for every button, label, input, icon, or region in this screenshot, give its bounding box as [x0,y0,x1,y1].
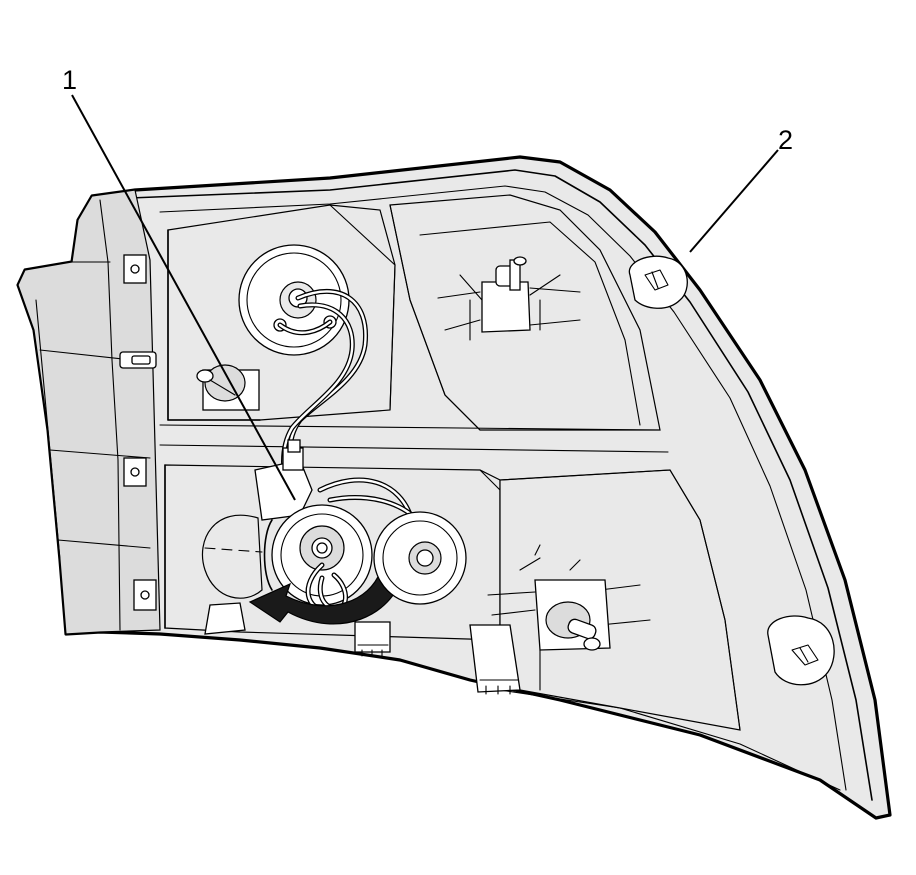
bottom-locating-tabs [204,602,521,695]
callout-1: 1 [62,65,77,95]
callout-2: 2 [778,125,793,155]
lower-right-bulb-socket [373,511,467,605]
upper-bulb-socket [238,244,350,356]
leader-line-1 [71,94,296,501]
lower-mounting-stud [487,544,651,691]
upper-mounting-stud [437,256,581,341]
left-mounting-flange [17,189,161,635]
counter-clockwise-rotation-arrow-icon [248,571,403,625]
leader-line-2 [689,149,779,253]
rim-fastener-clip-upper [628,255,688,309]
rim-fastener-clip-lower [767,615,835,686]
lower-bulb-socket [201,504,373,615]
upper-left-fastener [196,364,260,411]
